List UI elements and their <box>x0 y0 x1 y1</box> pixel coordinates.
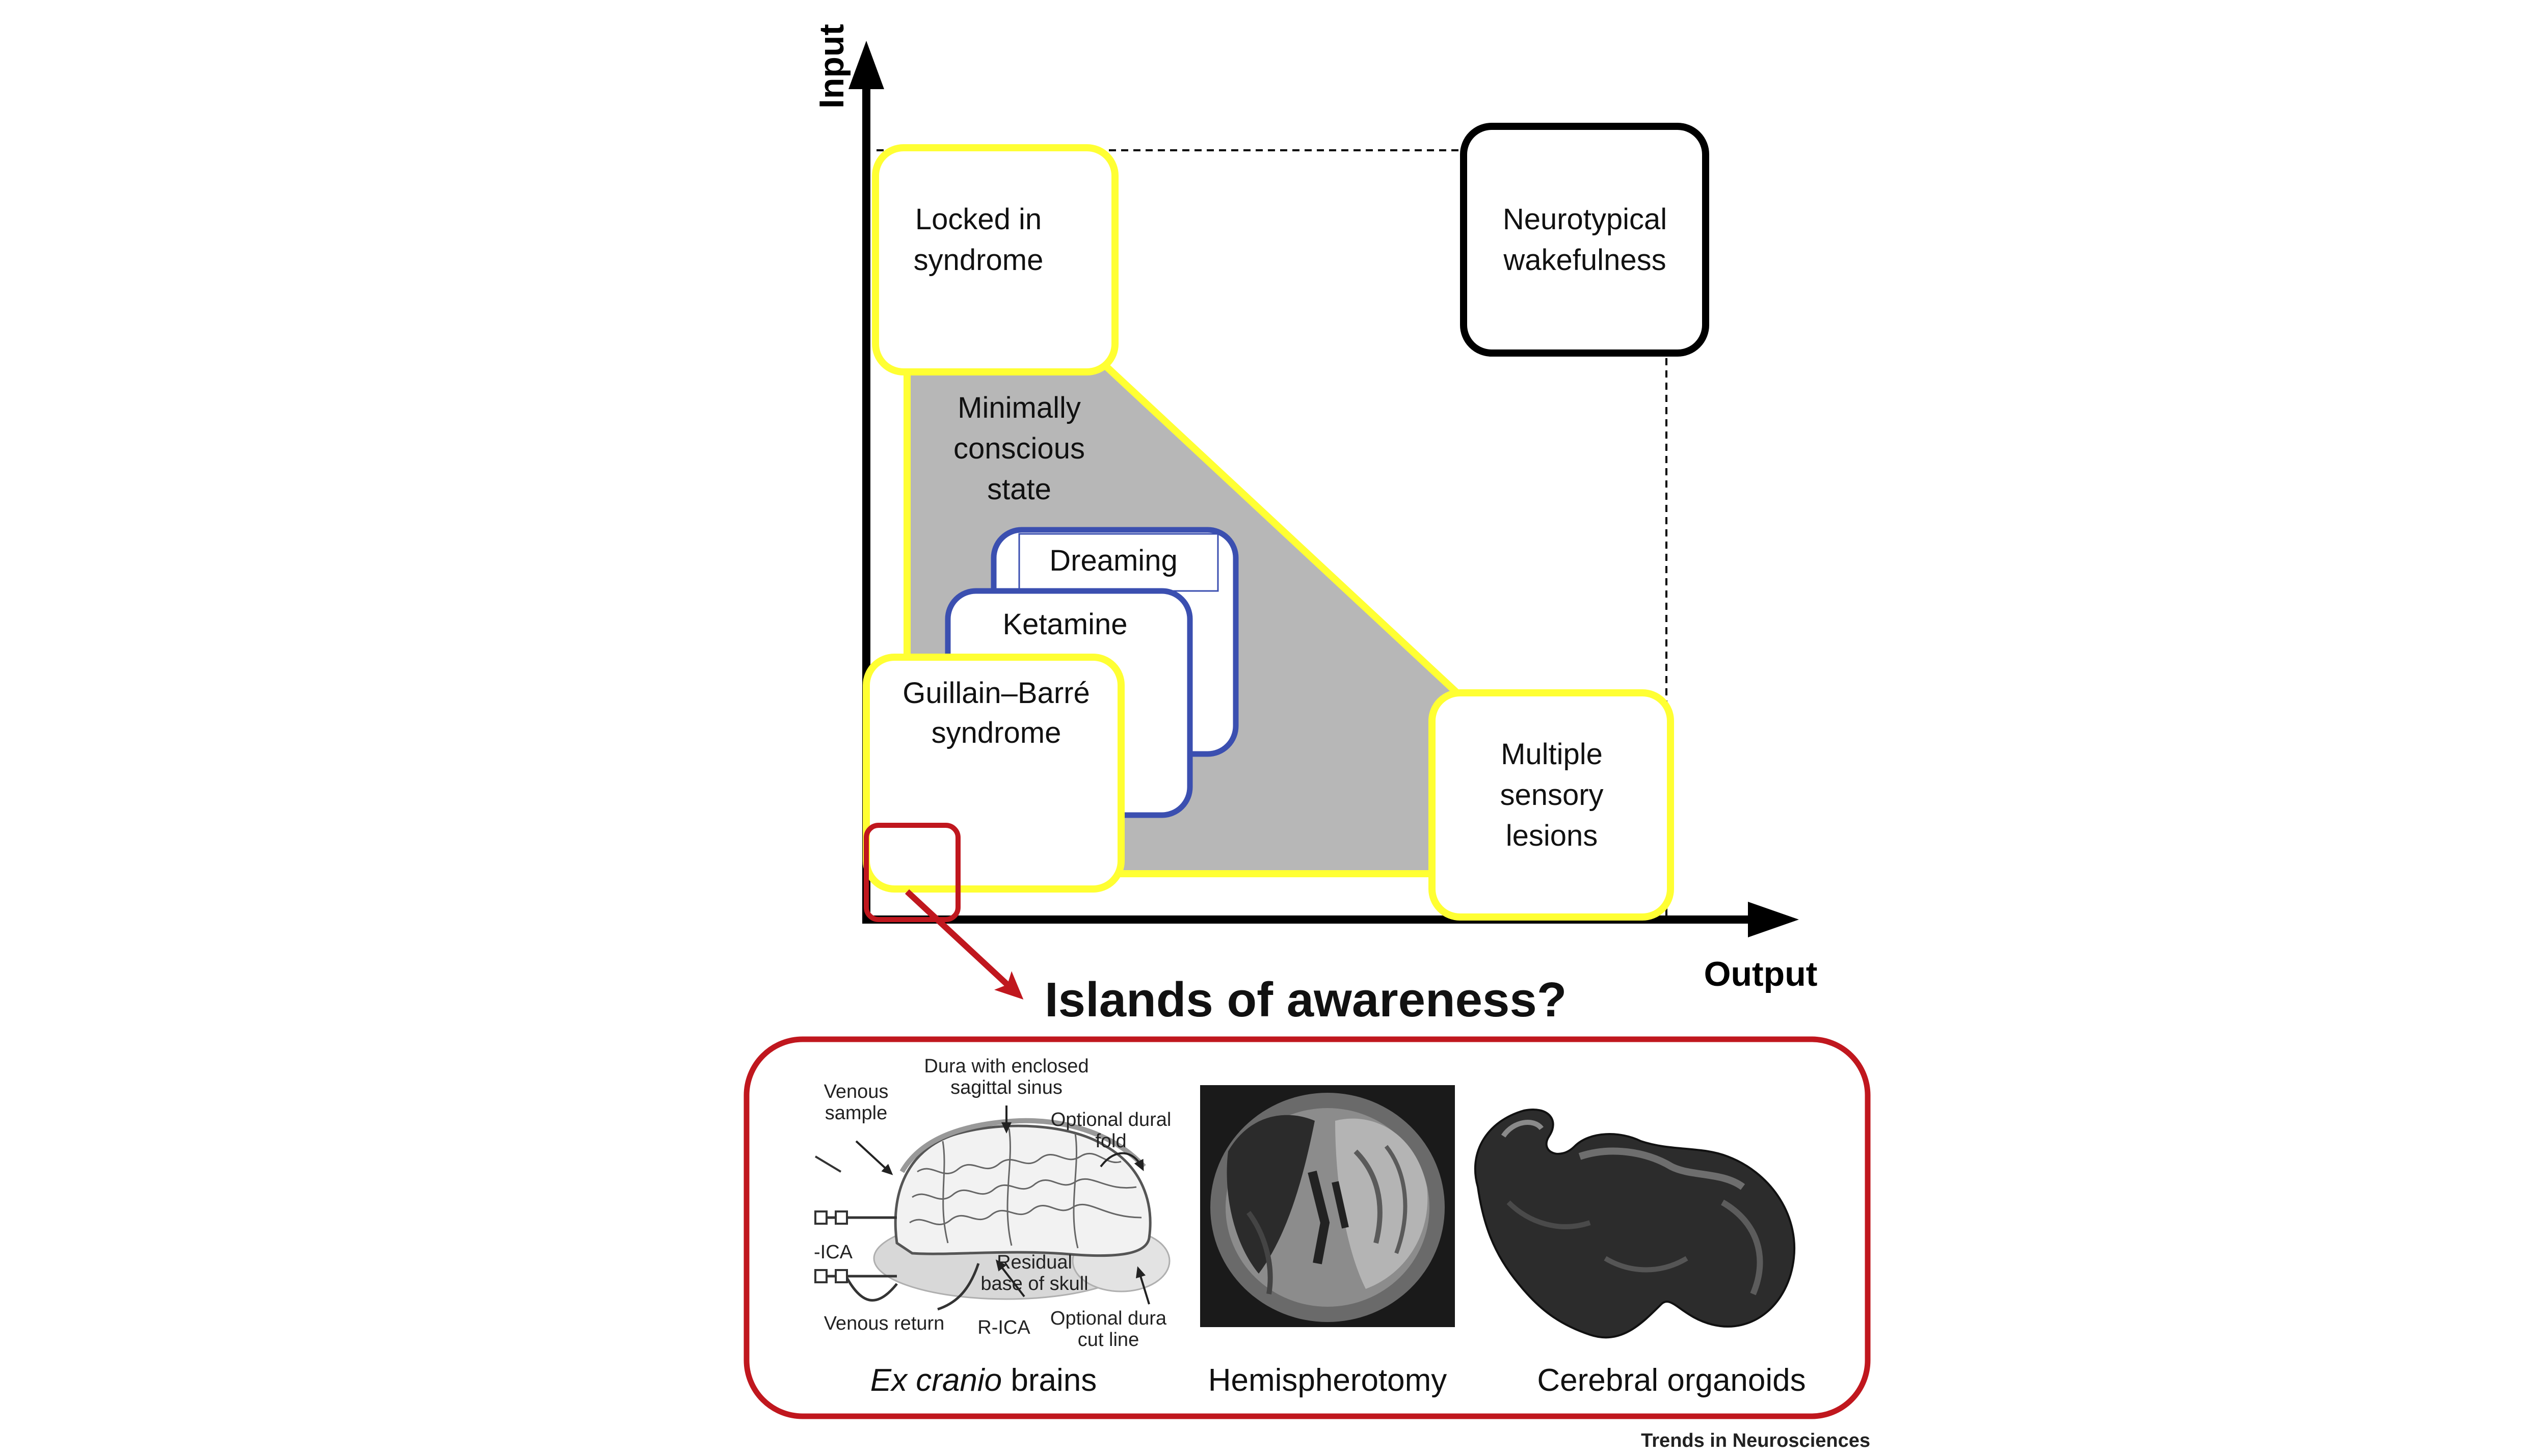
locked-in-label-1: Locked in <box>915 203 1042 236</box>
multiple-sensory-label-2: sensory <box>1500 778 1603 812</box>
island-arrow <box>905 889 1024 1000</box>
organoids-caption: Cerebral organoids <box>1537 1363 1806 1398</box>
dreaming-label-box <box>1018 533 1219 592</box>
ann-optional-fold-2: fold <box>1095 1130 1126 1152</box>
ann-venous-sample-2: sample <box>825 1102 888 1124</box>
neurotypical-label-1: Neurotypical <box>1503 203 1667 236</box>
minimally-conscious-label-1: Minimally <box>958 391 1081 424</box>
hemispherotomy-mri <box>1200 1085 1455 1327</box>
ann-residual-2: base of skull <box>980 1273 1088 1295</box>
island-box <box>864 823 961 922</box>
minimally-conscious-label-2: conscious <box>953 432 1085 465</box>
ann-rica: R-ICA <box>977 1317 1030 1338</box>
ann-cut-1: Optional dura <box>1050 1308 1167 1329</box>
ann-dura-1: Dura with enclosed <box>924 1056 1089 1077</box>
x-axis-title: Output <box>1704 955 1818 993</box>
y-axis-arrowhead <box>848 41 884 89</box>
locked-in-box <box>872 144 1119 375</box>
multiple-sensory-box <box>1428 689 1674 921</box>
neurotypical-box <box>1460 123 1709 357</box>
dura-outline <box>899 1118 1146 1173</box>
ex-cranio-illustration <box>814 1106 1171 1311</box>
guillain-barre-label-1: Guillain–Barré <box>903 677 1090 710</box>
minimally-conscious-label-3: state <box>987 473 1051 506</box>
svg-text:Ex cranio brains: Ex cranio brains <box>870 1363 1097 1398</box>
brain-hemisphere <box>894 1124 1152 1257</box>
neurotypical-label-2: wakefulness <box>1503 244 1666 277</box>
ann-venous-sample-1: Venous <box>824 1081 889 1102</box>
ann-residual-1: Residual <box>997 1252 1072 1273</box>
multiple-sensory-label-1: Multiple <box>1501 738 1603 771</box>
ann-dura-2: sagittal sinus <box>950 1077 1063 1098</box>
islands-title: Islands of awareness? <box>1045 973 1567 1027</box>
hemispherotomy-caption: Hemispherotomy <box>1208 1363 1447 1398</box>
dreaming-label: Dreaming <box>1049 544 1177 577</box>
guillain-barre-label-2: syndrome <box>932 716 1061 749</box>
x-axis-arrowhead <box>1748 902 1799 937</box>
ann-venous-return: Venous return <box>824 1313 945 1334</box>
y-axis-title: Input <box>812 24 851 109</box>
locked-in-label-2: syndrome <box>914 244 1044 277</box>
ann-lica: -ICA <box>814 1242 853 1263</box>
ex-cranio-caption-rest: brains <box>1002 1363 1097 1398</box>
ann-cut-2: cut line <box>1078 1329 1139 1351</box>
ann-optional-fold-1: Optional dural <box>1051 1109 1172 1130</box>
journal-credit: Trends in Neurosciences <box>1641 1430 1870 1451</box>
ex-cranio-caption-italic: Ex cranio <box>870 1363 1002 1398</box>
guillain-barre-box <box>863 654 1125 893</box>
cerebral-organoid-image <box>1474 1109 1796 1339</box>
ketamine-label: Ketamine <box>1002 608 1127 641</box>
multiple-sensory-label-3: lesions <box>1506 819 1598 852</box>
